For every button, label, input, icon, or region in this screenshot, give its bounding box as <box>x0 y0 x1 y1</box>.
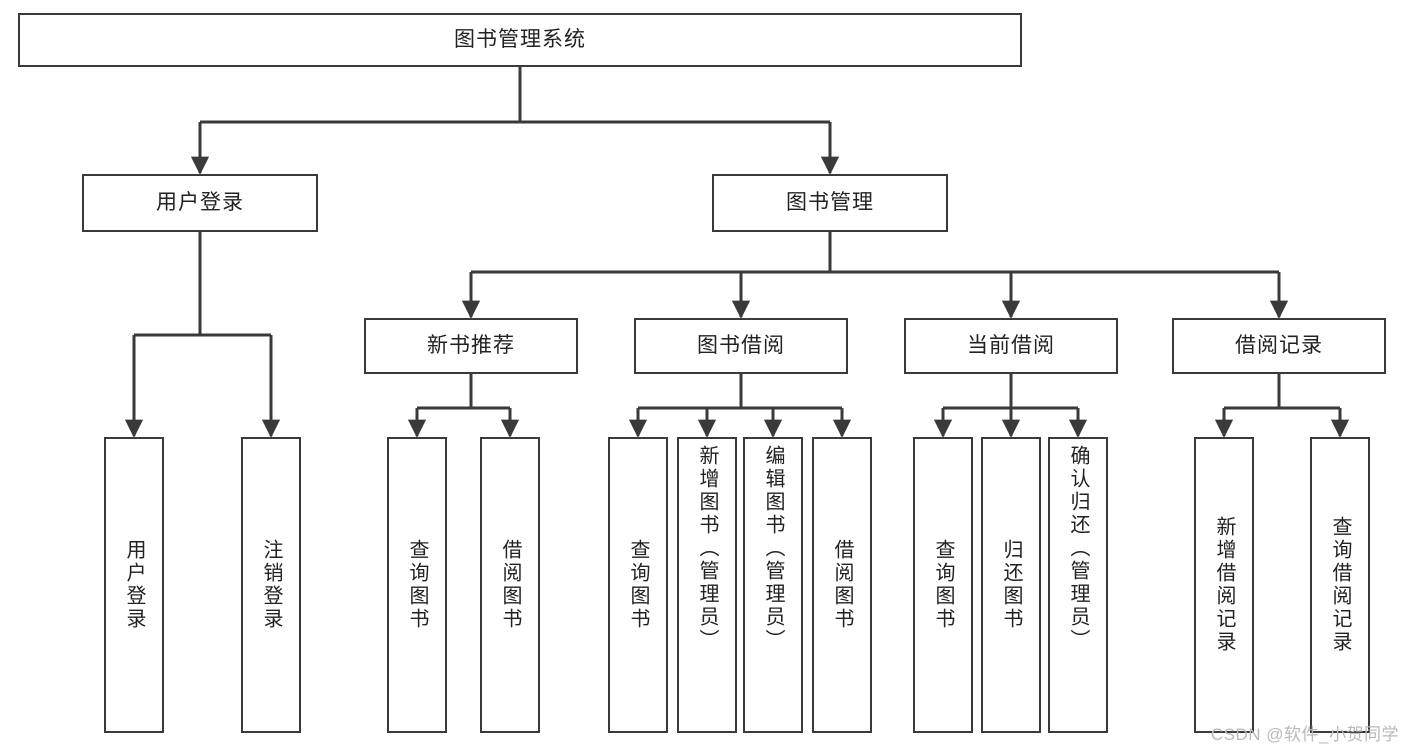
node-leaf-borrow-book-2[interactable]: 借阅图书 <box>812 437 872 733</box>
node-root[interactable]: 图书管理系统 <box>18 13 1022 67</box>
node-leaf-query-book-1[interactable]: 查询图书 <box>387 437 447 733</box>
node-label-leaf-edit-book: 编辑图书（管理员） <box>762 445 784 652</box>
node-label-root: 图书管理系统 <box>454 28 586 52</box>
node-leaf-confirm-return[interactable]: 确认归还（管理员） <box>1048 437 1108 733</box>
node-label-leaf-add-book: 新增图书（管理员） <box>696 445 718 652</box>
node-label-book-borrow: 图书借阅 <box>697 334 785 358</box>
node-label-leaf-borrow-book-2: 借阅图书 <box>831 539 853 631</box>
node-user-login[interactable]: 用户登录 <box>82 174 318 232</box>
node-label-leaf-query-record: 查询借阅记录 <box>1329 516 1351 654</box>
node-label-leaf-query-book-3: 查询图书 <box>932 539 954 631</box>
node-leaf-query-book-3[interactable]: 查询图书 <box>913 437 973 733</box>
node-book-borrow[interactable]: 图书借阅 <box>634 318 848 374</box>
node-leaf-user-login[interactable]: 用户登录 <box>104 437 164 733</box>
node-label-leaf-borrow-book-1: 借阅图书 <box>499 539 521 631</box>
node-label-borrow-record: 借阅记录 <box>1235 334 1323 358</box>
node-leaf-add-record[interactable]: 新增借阅记录 <box>1194 437 1254 733</box>
node-label-current-borrow: 当前借阅 <box>967 334 1055 358</box>
node-label-book-manage: 图书管理 <box>786 191 874 215</box>
node-label-leaf-query-book-1: 查询图书 <box>406 539 428 631</box>
node-label-leaf-query-book-2: 查询图书 <box>627 539 649 631</box>
node-leaf-return-book[interactable]: 归还图书 <box>981 437 1041 733</box>
node-label-new-book-rec: 新书推荐 <box>427 334 515 358</box>
node-borrow-record[interactable]: 借阅记录 <box>1172 318 1386 374</box>
node-leaf-borrow-book-1[interactable]: 借阅图书 <box>480 437 540 733</box>
node-label-user-login: 用户登录 <box>156 191 244 215</box>
node-label-leaf-user-login: 用户登录 <box>123 539 145 631</box>
node-leaf-query-record[interactable]: 查询借阅记录 <box>1310 437 1370 733</box>
node-leaf-edit-book[interactable]: 编辑图书（管理员） <box>743 437 803 733</box>
node-leaf-logout[interactable]: 注销登录 <box>241 437 301 733</box>
node-book-manage[interactable]: 图书管理 <box>712 174 948 232</box>
node-label-leaf-confirm-return: 确认归还（管理员） <box>1067 445 1089 652</box>
node-current-borrow[interactable]: 当前借阅 <box>904 318 1118 374</box>
node-new-book-rec[interactable]: 新书推荐 <box>364 318 578 374</box>
node-leaf-add-book[interactable]: 新增图书（管理员） <box>677 437 737 733</box>
node-leaf-query-book-2[interactable]: 查询图书 <box>608 437 668 733</box>
node-label-leaf-return-book: 归还图书 <box>1000 539 1022 631</box>
node-label-leaf-add-record: 新增借阅记录 <box>1213 516 1235 654</box>
node-label-leaf-logout: 注销登录 <box>260 539 282 631</box>
connector-lines <box>124 67 1350 438</box>
